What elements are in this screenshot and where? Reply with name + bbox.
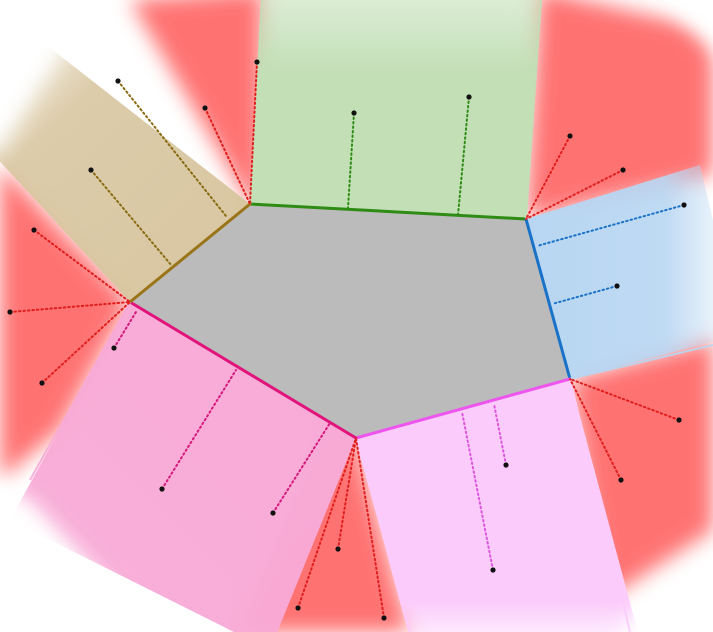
central-polygon-layer	[29, 0, 713, 632]
site-point-red-22	[39, 380, 45, 386]
polygon-edge-magenta	[128, 300, 358, 440]
band-rail-blue-2	[569, 344, 713, 380]
connector-green-2	[347, 112, 355, 209]
connector-red-16	[569, 378, 622, 481]
band-magenta	[10, 302, 356, 632]
band-violet	[356, 379, 638, 632]
connector-red-14	[525, 169, 624, 220]
band-rail-magenta-5	[29, 301, 131, 481]
connector-green-3	[457, 96, 470, 216]
connector-olive-1	[90, 169, 173, 267]
site-point-red-12	[202, 105, 208, 111]
site-point-red-16	[618, 477, 624, 483]
site-point-green-2	[351, 110, 357, 116]
fade-top-left	[0, 0, 95, 150]
site-point-red-13	[567, 133, 573, 139]
polygon-edge-violet	[354, 377, 572, 440]
connector-violet-6	[493, 403, 507, 466]
site-point-green-3	[466, 94, 472, 100]
site-point-red-15	[676, 417, 682, 423]
central-polygon	[130, 204, 570, 438]
site-points	[7, 59, 687, 621]
connector-magenta-9	[272, 422, 331, 514]
band-olive	[0, 40, 250, 302]
site-point-red-21	[7, 309, 13, 315]
site-point-magenta-8	[159, 486, 165, 492]
site-point-olive-0	[115, 78, 121, 84]
site-point-violet-6	[503, 462, 509, 468]
connector-blue-5	[551, 285, 618, 305]
band-rail-violet-3	[569, 378, 631, 632]
site-point-red-17	[381, 615, 387, 621]
red-wedge-top-left	[130, 0, 262, 204]
polygon-edge-olive	[128, 202, 252, 304]
connector-red-11	[249, 61, 258, 205]
connector-red-21	[9, 301, 131, 313]
fade-top-right	[670, 0, 713, 49]
connector-olive-0	[117, 80, 227, 217]
connector-red-19	[297, 437, 357, 609]
red-wedge-left	[0, 165, 130, 480]
band-rail-green-1	[525, 0, 542, 220]
site-point-magenta-10	[111, 345, 117, 351]
site-point-olive-1	[88, 167, 94, 173]
band-rail-violet-4	[355, 437, 411, 632]
fade-bottom-left	[0, 487, 154, 632]
connector-red-17	[355, 437, 385, 619]
dotted-connectors	[9, 61, 685, 619]
band-green	[250, 0, 541, 219]
site-point-red-11	[254, 59, 260, 65]
site-point-red-19	[295, 605, 301, 611]
connector-red-12	[204, 107, 251, 205]
polygon-edge-green	[248, 202, 528, 221]
site-point-red-20	[31, 227, 37, 233]
band-blue	[526, 165, 713, 379]
site-point-red-14	[620, 167, 626, 173]
fade-bottom-right	[621, 581, 713, 632]
connector-red-22	[41, 301, 131, 384]
connector-magenta-10	[113, 311, 137, 349]
site-point-violet-7	[490, 567, 496, 573]
connector-red-18	[337, 437, 357, 550]
red-wedge-top-right	[526, 0, 713, 219]
polygon-edge-blue	[524, 217, 572, 381]
site-point-red-18	[335, 546, 341, 552]
connector-violet-7	[461, 411, 494, 571]
connector-magenta-8	[161, 369, 237, 490]
connector-red-15	[569, 378, 680, 421]
site-point-magenta-9	[270, 510, 276, 516]
site-point-blue-5	[614, 283, 620, 289]
connector-blue-4	[536, 204, 685, 247]
connector-red-20	[33, 229, 131, 303]
site-point-blue-4	[681, 202, 687, 208]
connector-red-13	[525, 135, 571, 220]
